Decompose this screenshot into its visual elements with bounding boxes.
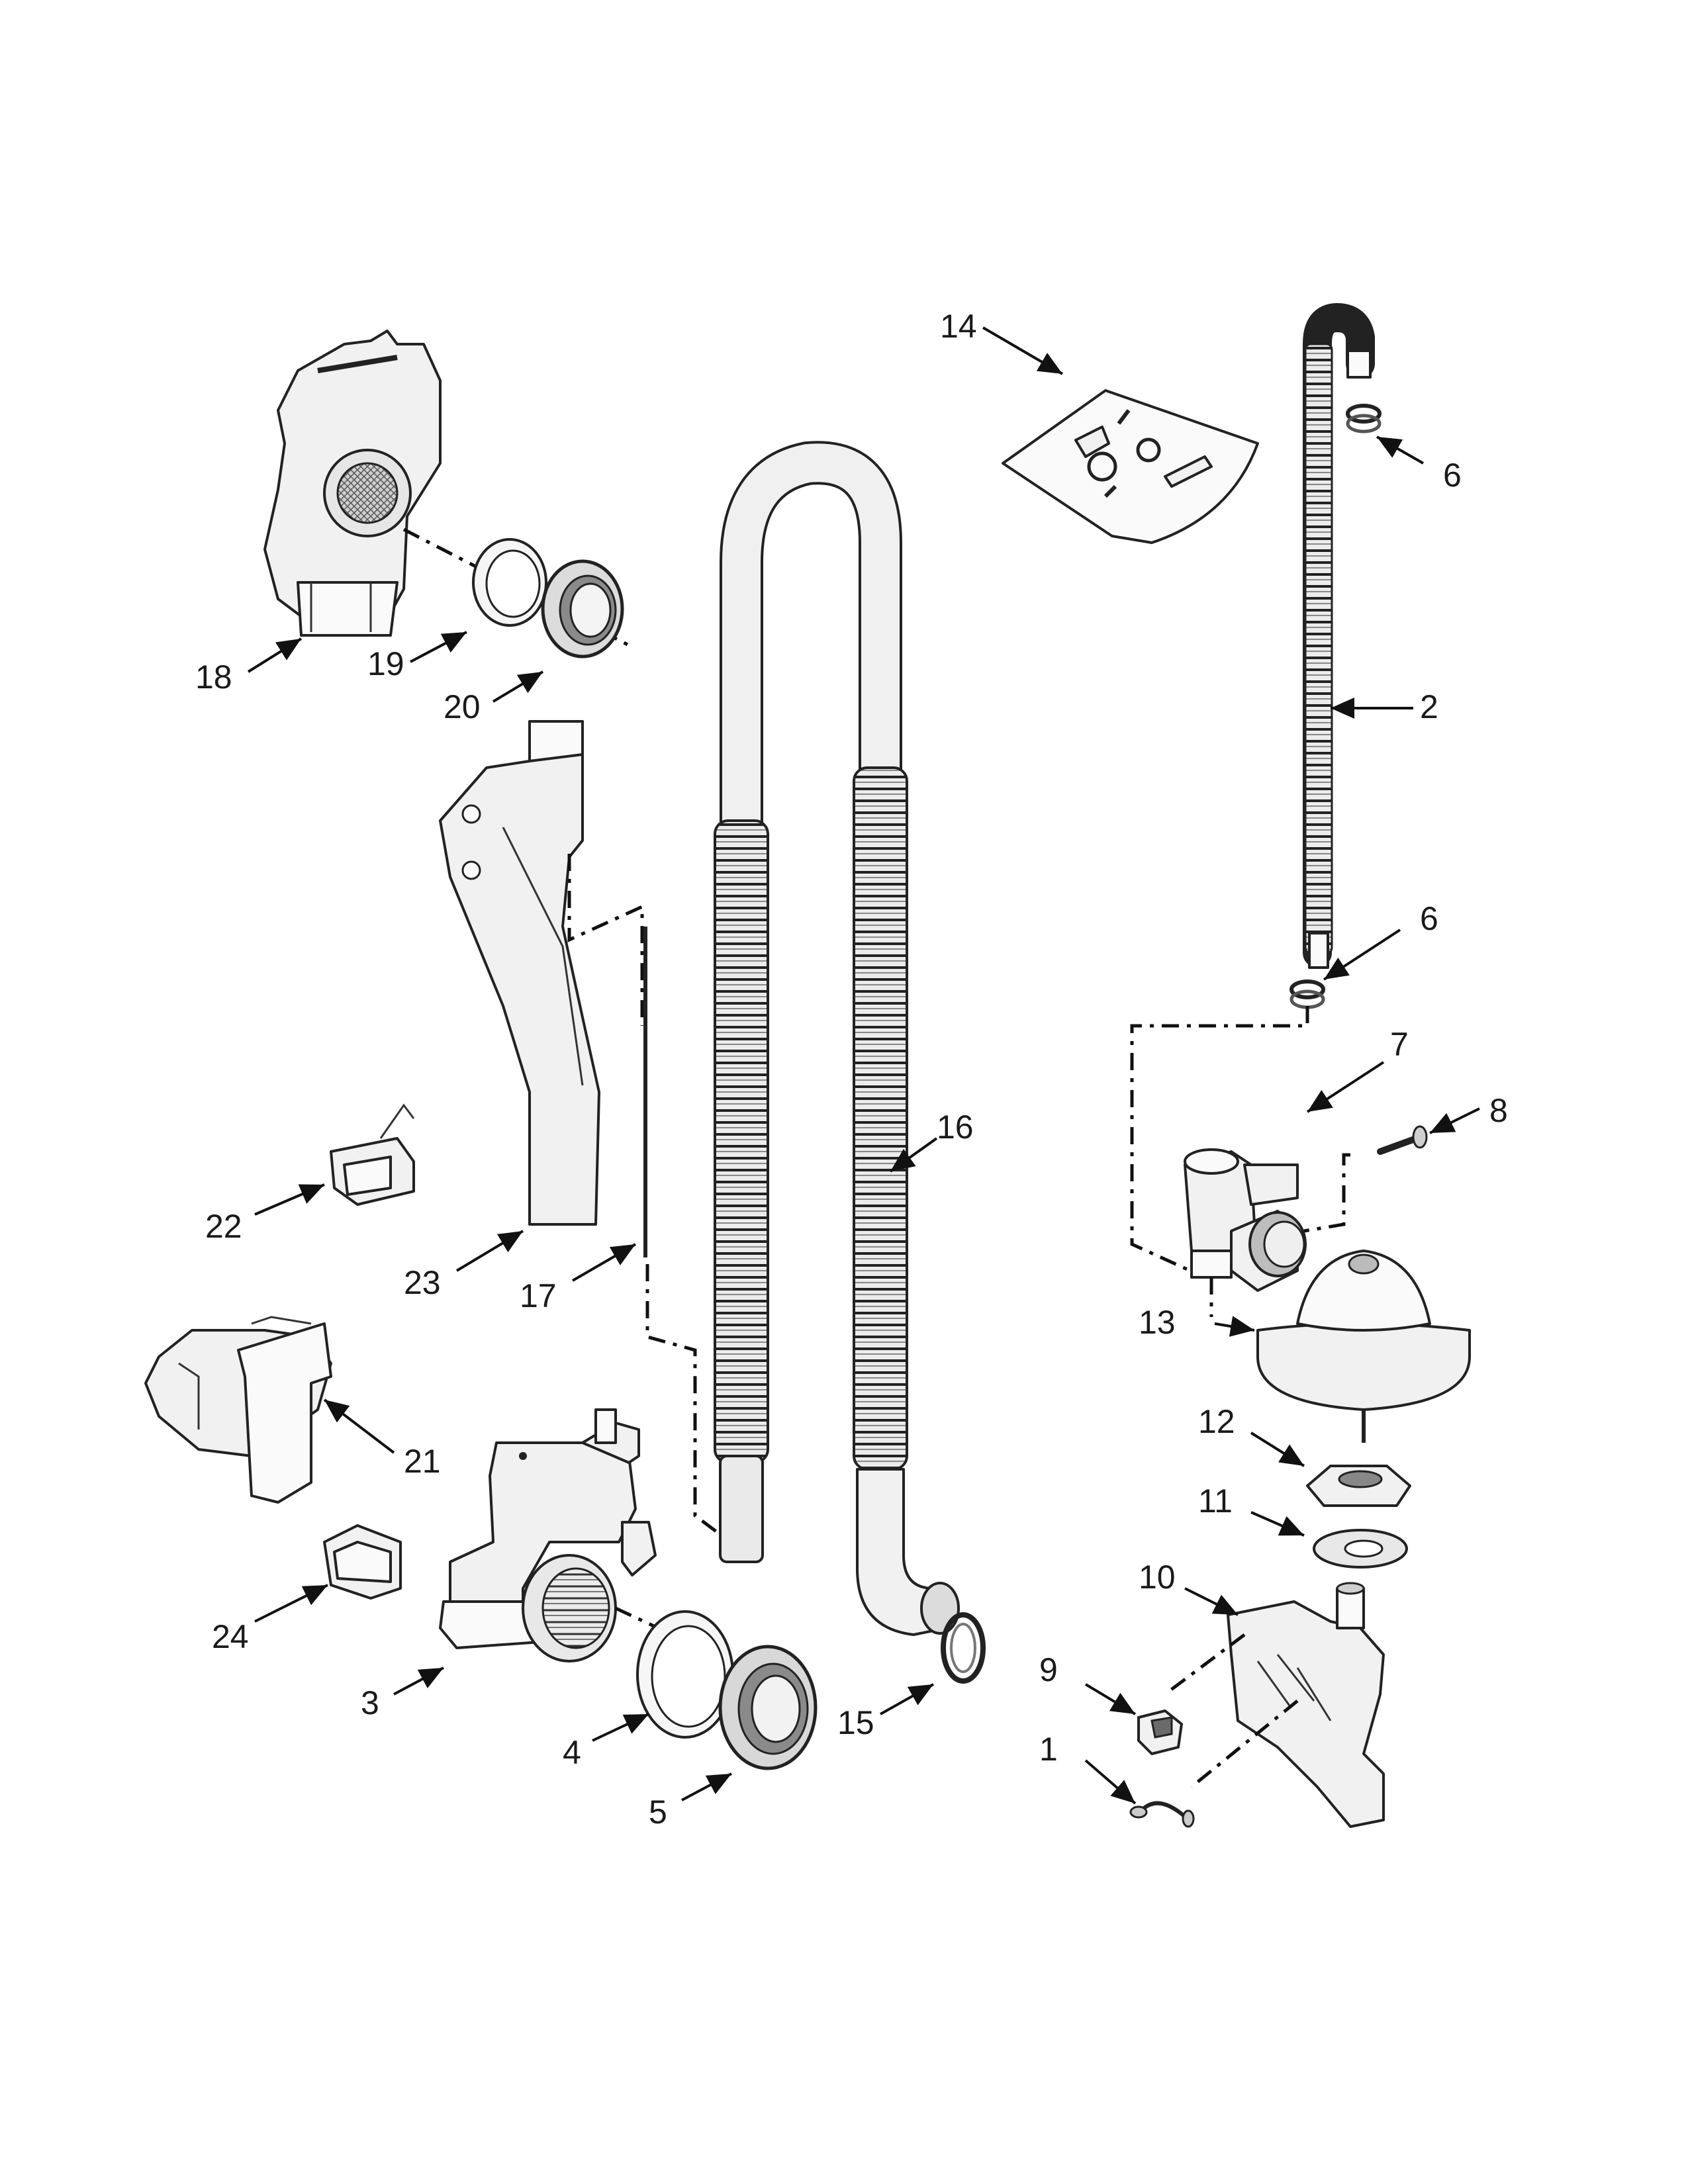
assembly-line-8 xyxy=(1303,1153,1350,1233)
assembly-line-17-3 xyxy=(645,1264,723,1537)
part-6-clamp-upper xyxy=(1346,404,1382,433)
callout-4: 4 xyxy=(563,1734,581,1771)
part-3-sump-housing xyxy=(439,1408,657,1662)
callout-21: 21 xyxy=(404,1443,441,1480)
callout-23: 23 xyxy=(404,1264,441,1301)
assembly-line-10-9 xyxy=(1164,1633,1246,1696)
part-14-hardware-bag xyxy=(1002,389,1259,544)
assembly-line-23-17 xyxy=(567,854,644,1026)
part-16-drain-hose xyxy=(714,441,960,1636)
part-9-switch xyxy=(1137,1709,1183,1755)
callout-24: 24 xyxy=(212,1618,249,1655)
callout-8: 8 xyxy=(1489,1092,1508,1129)
callout-3: 3 xyxy=(361,1684,379,1721)
part-20-nut xyxy=(541,559,624,659)
part-23-vent-duct xyxy=(439,720,600,1226)
part-10-switch-bracket xyxy=(1227,1582,1385,1828)
callout-18: 18 xyxy=(195,659,232,696)
callout-12: 12 xyxy=(1198,1403,1235,1440)
callout-11: 11 xyxy=(1198,1482,1233,1520)
callout-5: 5 xyxy=(649,1794,667,1831)
assembly-line-6-7 xyxy=(1130,1006,1309,1279)
part-22-clip xyxy=(330,1103,415,1206)
callout-13: 13 xyxy=(1139,1304,1176,1341)
callout-2: 2 xyxy=(1420,688,1438,725)
assembly-line-10-1 xyxy=(1190,1700,1299,1788)
part-18-filter-housing xyxy=(263,330,442,637)
part-1-wire-harness xyxy=(1129,1801,1195,1828)
part-6-clamp-lower xyxy=(1289,979,1325,1009)
part-2-fill-hose xyxy=(1303,302,1375,969)
callout-6-upper: 6 xyxy=(1443,457,1462,494)
part-11-washer xyxy=(1313,1529,1408,1569)
callout-22: 22 xyxy=(205,1208,242,1245)
leader-arrows xyxy=(247,326,1480,1805)
callout-9: 9 xyxy=(1039,1651,1058,1688)
callout-10: 10 xyxy=(1139,1559,1176,1596)
part-24-clip xyxy=(323,1524,402,1600)
callout-17: 17 xyxy=(520,1277,557,1314)
callout-7: 7 xyxy=(1390,1026,1409,1063)
callout-14: 14 xyxy=(940,308,977,345)
callout-16: 16 xyxy=(937,1109,974,1146)
callout-1: 1 xyxy=(1039,1731,1058,1768)
part-4-gasket xyxy=(636,1610,734,1739)
part-15-clamp xyxy=(941,1612,986,1684)
part-5-nut xyxy=(718,1645,818,1770)
callout-6-lower: 6 xyxy=(1420,900,1438,937)
callout-19: 19 xyxy=(367,645,404,682)
part-13-float xyxy=(1256,1250,1471,1443)
callout-20: 20 xyxy=(444,688,481,725)
callout-15: 15 xyxy=(837,1704,874,1741)
part-8-screw xyxy=(1377,1125,1428,1155)
part-21-diverter-motor xyxy=(144,1316,332,1504)
part-19-gasket xyxy=(472,538,547,627)
part-12-nut xyxy=(1306,1465,1411,1507)
part-7-water-valve xyxy=(1184,1148,1307,1292)
